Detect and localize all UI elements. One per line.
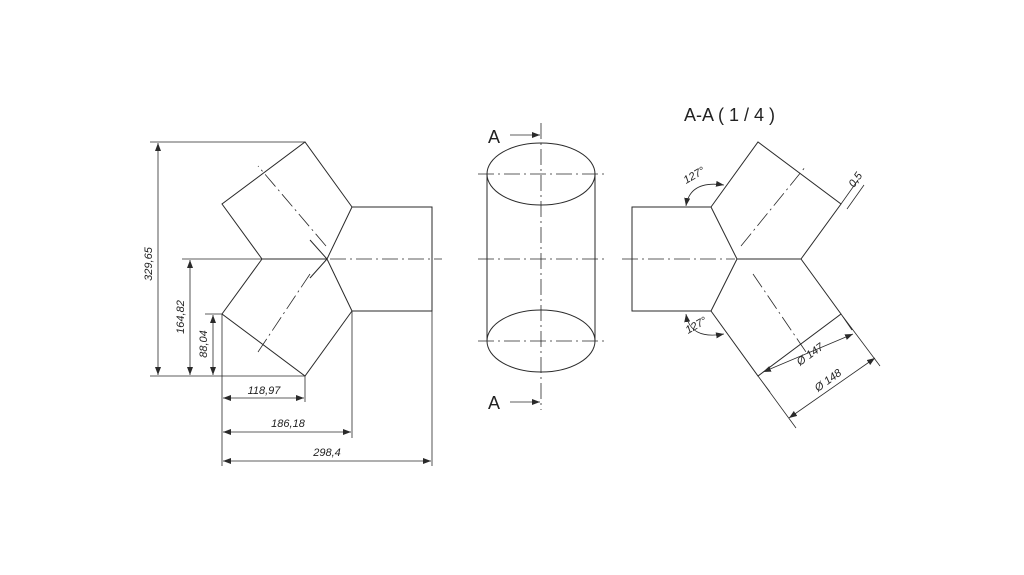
diameter-extension-lines bbox=[757, 313, 881, 429]
section-centerline-lower bbox=[752, 273, 807, 353]
section-intersection-lines bbox=[710, 206, 801, 312]
dim-line-diameter-inner bbox=[762, 333, 854, 373]
dim-line-diameter-outer bbox=[788, 357, 876, 419]
angle-arc-bottom bbox=[684, 313, 725, 339]
angle-arc-top bbox=[684, 180, 725, 207]
dim-height-total: 329,65 bbox=[143, 246, 155, 281]
dim-width-3: 298,4 bbox=[312, 447, 341, 459]
dim-height-mid: 164,82 bbox=[175, 300, 187, 334]
section-centerline-upper bbox=[740, 165, 807, 247]
section-title: A-A ( 1 / 4 ) bbox=[684, 105, 775, 125]
section-lower-branch bbox=[710, 258, 842, 377]
thickness-leader bbox=[840, 179, 865, 210]
upper-branch-outline bbox=[221, 141, 353, 260]
section-view: A-A ( 1 / 4 ) 127° 127° 0,5 Ø 147 Ø 148 bbox=[622, 105, 881, 429]
angle-top-label: 127° bbox=[682, 165, 708, 187]
side-view: A A bbox=[478, 123, 604, 413]
intersection-lines bbox=[262, 206, 353, 312]
right-branch-outline bbox=[352, 206, 433, 312]
front-view: 329,65 164,82 88,04 118,97 186,18 298,4 bbox=[143, 141, 442, 466]
dim-width-1: 118,97 bbox=[248, 385, 282, 397]
section-upper-branch bbox=[710, 141, 842, 260]
dim-height-low: 88,04 bbox=[198, 330, 210, 358]
extension-lines bbox=[150, 141, 433, 466]
diameter-inner-label: Ø 147 bbox=[794, 341, 827, 369]
centerline-upper bbox=[257, 165, 327, 247]
angle-bottom-label: 127° bbox=[684, 315, 710, 337]
section-label-bottom: A bbox=[488, 393, 500, 413]
lower-branch-outline bbox=[221, 258, 353, 377]
dim-width-2: 186,18 bbox=[271, 418, 306, 430]
centerline-lower bbox=[257, 273, 311, 353]
section-label-top: A bbox=[488, 127, 500, 147]
